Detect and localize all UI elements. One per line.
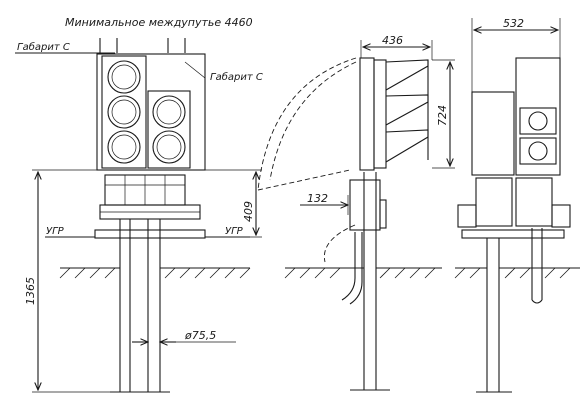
dim-rear-width: 532 <box>503 17 524 30</box>
signal-lamp <box>152 95 186 129</box>
signal-lamp <box>152 130 186 164</box>
gabarit-label-right: Габарит С <box>210 71 263 83</box>
dim-side-height: 724 <box>436 105 449 126</box>
dim-pipe-diameter: ø75,5 <box>184 329 216 342</box>
ugr-label-left: УГР <box>46 226 65 237</box>
rear-view: 532 <box>454 17 580 393</box>
front-view: Габарит С Габарит С <box>15 38 263 393</box>
side-view: 436 724 132 <box>257 34 455 391</box>
dim-height-box: 409 <box>242 201 255 222</box>
dim-side-offset: 132 <box>307 192 328 205</box>
dim-side-width: 436 <box>382 34 403 47</box>
signal-lamp <box>107 60 141 94</box>
signal-lamp <box>107 130 141 164</box>
dim-height-total: 1365 <box>24 277 37 305</box>
signal-lamp <box>107 95 141 129</box>
ugr-label-right: УГР <box>225 226 244 237</box>
gabarit-label-left: Габарит С <box>17 41 70 53</box>
title-label: Минимальное междупутье 4460 <box>65 16 253 29</box>
